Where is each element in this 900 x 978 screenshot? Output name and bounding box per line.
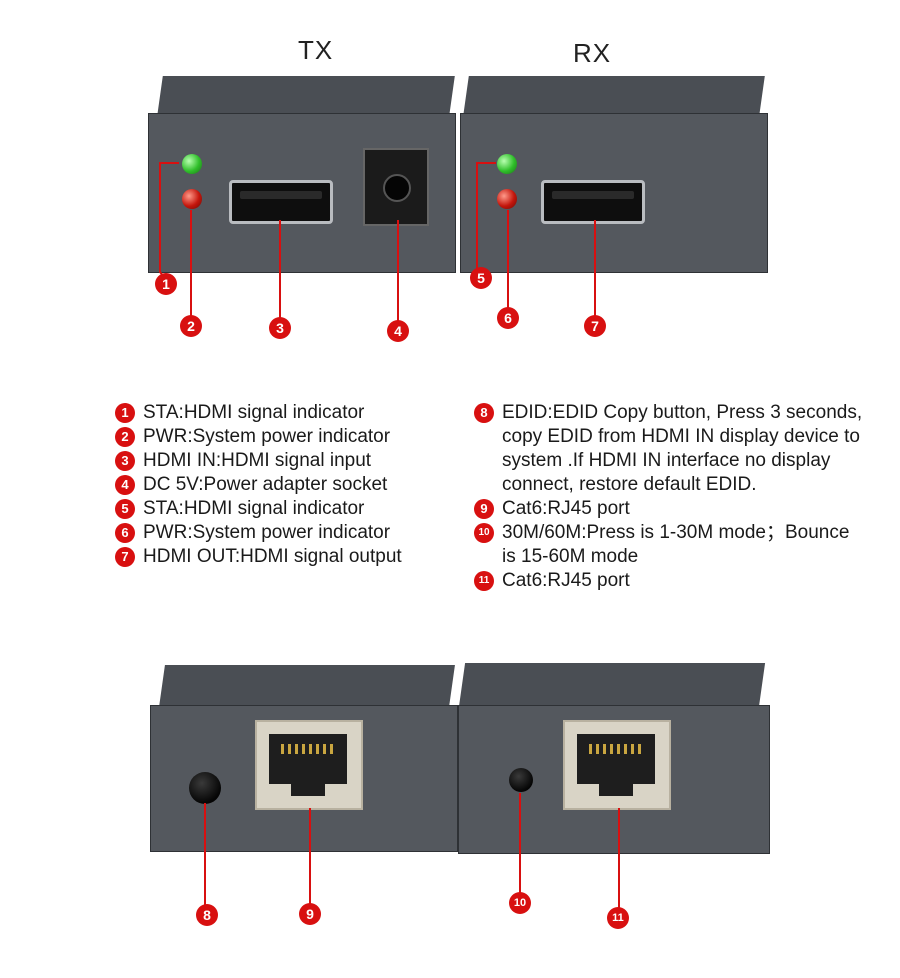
callout-8: 8 xyxy=(196,904,218,926)
legend-number-badge: 3 xyxy=(115,451,135,471)
rx-pwr-led xyxy=(497,189,517,209)
legend-text: Cat6:RJ45 port xyxy=(502,498,630,519)
legend-text: 30M/60M:Press is 1-30M mode；Bounce is 15… xyxy=(502,522,850,567)
legend-text: HDMI IN:HDMI signal input xyxy=(143,450,372,471)
legend-text: PWR:System power indicator xyxy=(143,426,391,447)
legend-item: 2 PWR:System power indicator xyxy=(115,425,460,449)
rx-hdmi-out-port xyxy=(541,180,645,224)
legend-number-badge: 10 xyxy=(474,523,494,543)
legend-item: 9 Cat6:RJ45 port xyxy=(474,497,864,521)
tx-title: TX xyxy=(298,35,334,65)
callout-3: 3 xyxy=(269,317,291,339)
legend-text: HDMI OUT:HDMI signal output xyxy=(143,546,402,567)
tx-dc-socket xyxy=(363,148,429,226)
legend-item: 10 30M/60M:Press is 1-30M mode；Bounce is … xyxy=(474,521,864,569)
legend-number-badge: 8 xyxy=(474,403,494,423)
tx-sta-led xyxy=(182,154,202,174)
legend-number-badge: 6 xyxy=(115,523,135,543)
legend-text: DC 5V:Power adapter socket xyxy=(143,474,388,495)
tx-edid-button xyxy=(189,772,221,804)
legend-right: 8 EDID:EDID Copy button, Press 3 seconds,… xyxy=(474,401,864,593)
legend-text: EDID:EDID Copy button, Press 3 seconds, … xyxy=(502,402,863,495)
tx-pwr-led xyxy=(182,189,202,209)
rx-front-panel xyxy=(460,113,768,273)
callout-4: 4 xyxy=(387,320,409,342)
legend-text: PWR:System power indicator xyxy=(143,522,391,543)
rx-back-panel xyxy=(458,705,770,854)
legend-number-badge: 7 xyxy=(115,547,135,567)
callout-10: 10 xyxy=(509,892,531,914)
legend-text: STA:HDMI signal indicator xyxy=(143,498,365,519)
rx-rj45-port xyxy=(563,720,671,810)
callout-2: 2 xyxy=(180,315,202,337)
rx-title: RX xyxy=(573,38,612,68)
legend-number-badge: 9 xyxy=(474,499,494,519)
legend-number-badge: 2 xyxy=(115,427,135,447)
legend-item: 11 Cat6:RJ45 port xyxy=(474,569,864,593)
legend-item: 8 EDID:EDID Copy button, Press 3 seconds,… xyxy=(474,401,864,497)
legend-item: 5 STA:HDMI signal indicator xyxy=(115,497,460,521)
legend-number-badge: 5 xyxy=(115,499,135,519)
legend-number-badge: 11 xyxy=(474,571,494,591)
rx-sta-led xyxy=(497,154,517,174)
callout-6: 6 xyxy=(497,307,519,329)
legend-item: 1 STA:HDMI signal indicator xyxy=(115,401,460,425)
legend-item: 4 DC 5V:Power adapter socket xyxy=(115,473,460,497)
callout-9: 9 xyxy=(299,903,321,925)
legend-number-badge: 1 xyxy=(115,403,135,423)
callout-11: 11 xyxy=(607,907,629,929)
legend-item: 3 HDMI IN:HDMI signal input xyxy=(115,449,460,473)
legend-item: 6 PWR:System power indicator xyxy=(115,521,460,545)
rx-mode-button xyxy=(509,768,533,792)
callout-5: 5 xyxy=(470,267,492,289)
callout-1: 1 xyxy=(155,273,177,295)
legend-text: Cat6:RJ45 port xyxy=(502,570,630,591)
legend-number-badge: 4 xyxy=(115,475,135,495)
legend-text: STA:HDMI signal indicator xyxy=(143,402,365,423)
callout-7: 7 xyxy=(584,315,606,337)
legend-item: 7 HDMI OUT:HDMI signal output xyxy=(115,545,460,569)
